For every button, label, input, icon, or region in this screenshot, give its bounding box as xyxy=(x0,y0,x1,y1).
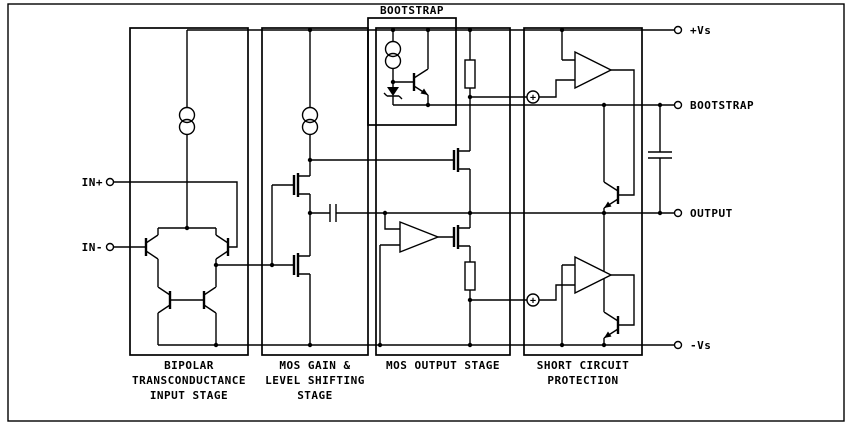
stage-boxes xyxy=(129,17,643,356)
bootstrap-box-label: BOOTSTRAP xyxy=(380,4,444,17)
terminal-output xyxy=(673,208,683,218)
block-label-gain-stage-2: LEVEL SHIFTING xyxy=(265,374,365,387)
current-sources xyxy=(178,40,402,136)
sense-circle-bottom-icon xyxy=(526,293,540,307)
box-mos-gain-stage xyxy=(261,27,369,356)
device-arrows xyxy=(387,87,612,338)
circuit-wiring xyxy=(113,29,675,346)
comparator-top-icon xyxy=(574,50,613,90)
opamps xyxy=(399,50,613,295)
block-label-gain-stage-3: STAGE xyxy=(297,389,333,402)
terminals xyxy=(105,25,683,350)
current-source-gain-stage-icon xyxy=(301,106,319,124)
terminal-vs-minus xyxy=(673,340,683,350)
box-mos-output-stage xyxy=(375,27,511,356)
npn-arrow-protection-top xyxy=(604,201,612,208)
box-bootstrap xyxy=(367,17,457,126)
current-source-bootstrap-icon xyxy=(384,40,402,58)
terminal-vs-plus xyxy=(673,25,683,35)
block-label-input-stage-1: BIPOLAR xyxy=(164,359,214,372)
zener-diode-icon xyxy=(387,87,399,96)
resistor-bottom-icon xyxy=(464,261,476,291)
device-bars xyxy=(144,73,620,334)
terminal-label-in-minus: IN- xyxy=(82,241,103,254)
block-label-input-stage-2: TRANSCONDUCTANCE xyxy=(132,374,246,387)
terminal-label-in-plus: IN+ xyxy=(82,176,103,189)
sense-circle-top-icon xyxy=(526,90,540,104)
current-source-gain-stage-icon xyxy=(301,118,319,136)
opamp-output-stage-icon xyxy=(399,220,440,254)
page-frame xyxy=(7,3,845,422)
current-source-bootstrap-icon xyxy=(384,52,402,70)
terminal-in-minus xyxy=(105,242,115,252)
block-label-input-stage-3: INPUT STAGE xyxy=(150,389,228,402)
labels: +Vs BOOTSTRAP OUTPUT -Vs IN+ IN- BOOTSTR… xyxy=(82,4,754,402)
current-source-input-stage-icon xyxy=(178,106,196,124)
block-label-protection-2: PROTECTION xyxy=(547,374,618,387)
current-source-input-stage-icon xyxy=(178,118,196,136)
comparator-bottom-icon xyxy=(574,255,613,295)
npn-arrow-protection-bottom xyxy=(604,331,612,338)
resistors xyxy=(464,59,476,291)
resistor-top-icon xyxy=(464,59,476,89)
sense-plus-bottom: + xyxy=(530,296,536,307)
block-label-gain-stage-1: MOS GAIN & xyxy=(279,359,350,372)
terminal-label-output: OUTPUT xyxy=(690,207,733,220)
terminal-in-plus xyxy=(105,177,115,187)
sense-plus-top: + xyxy=(530,93,536,104)
junction-dots xyxy=(184,27,663,348)
box-bipolar-input-stage xyxy=(129,27,249,356)
terminal-label-vs-minus: -Vs xyxy=(690,339,711,352)
block-label-protection-1: SHORT CIRCUIT xyxy=(537,359,630,372)
block-label-output-stage: MOS OUTPUT STAGE xyxy=(386,359,500,372)
box-short-circuit-protection xyxy=(523,27,643,356)
npn-arrow-bootstrap xyxy=(420,88,428,95)
terminal-label-vs-plus: +Vs xyxy=(690,24,711,37)
terminal-bootstrap xyxy=(673,100,683,110)
terminal-label-bootstrap: BOOTSTRAP xyxy=(690,99,754,112)
sense-inputs: + + xyxy=(526,90,540,307)
